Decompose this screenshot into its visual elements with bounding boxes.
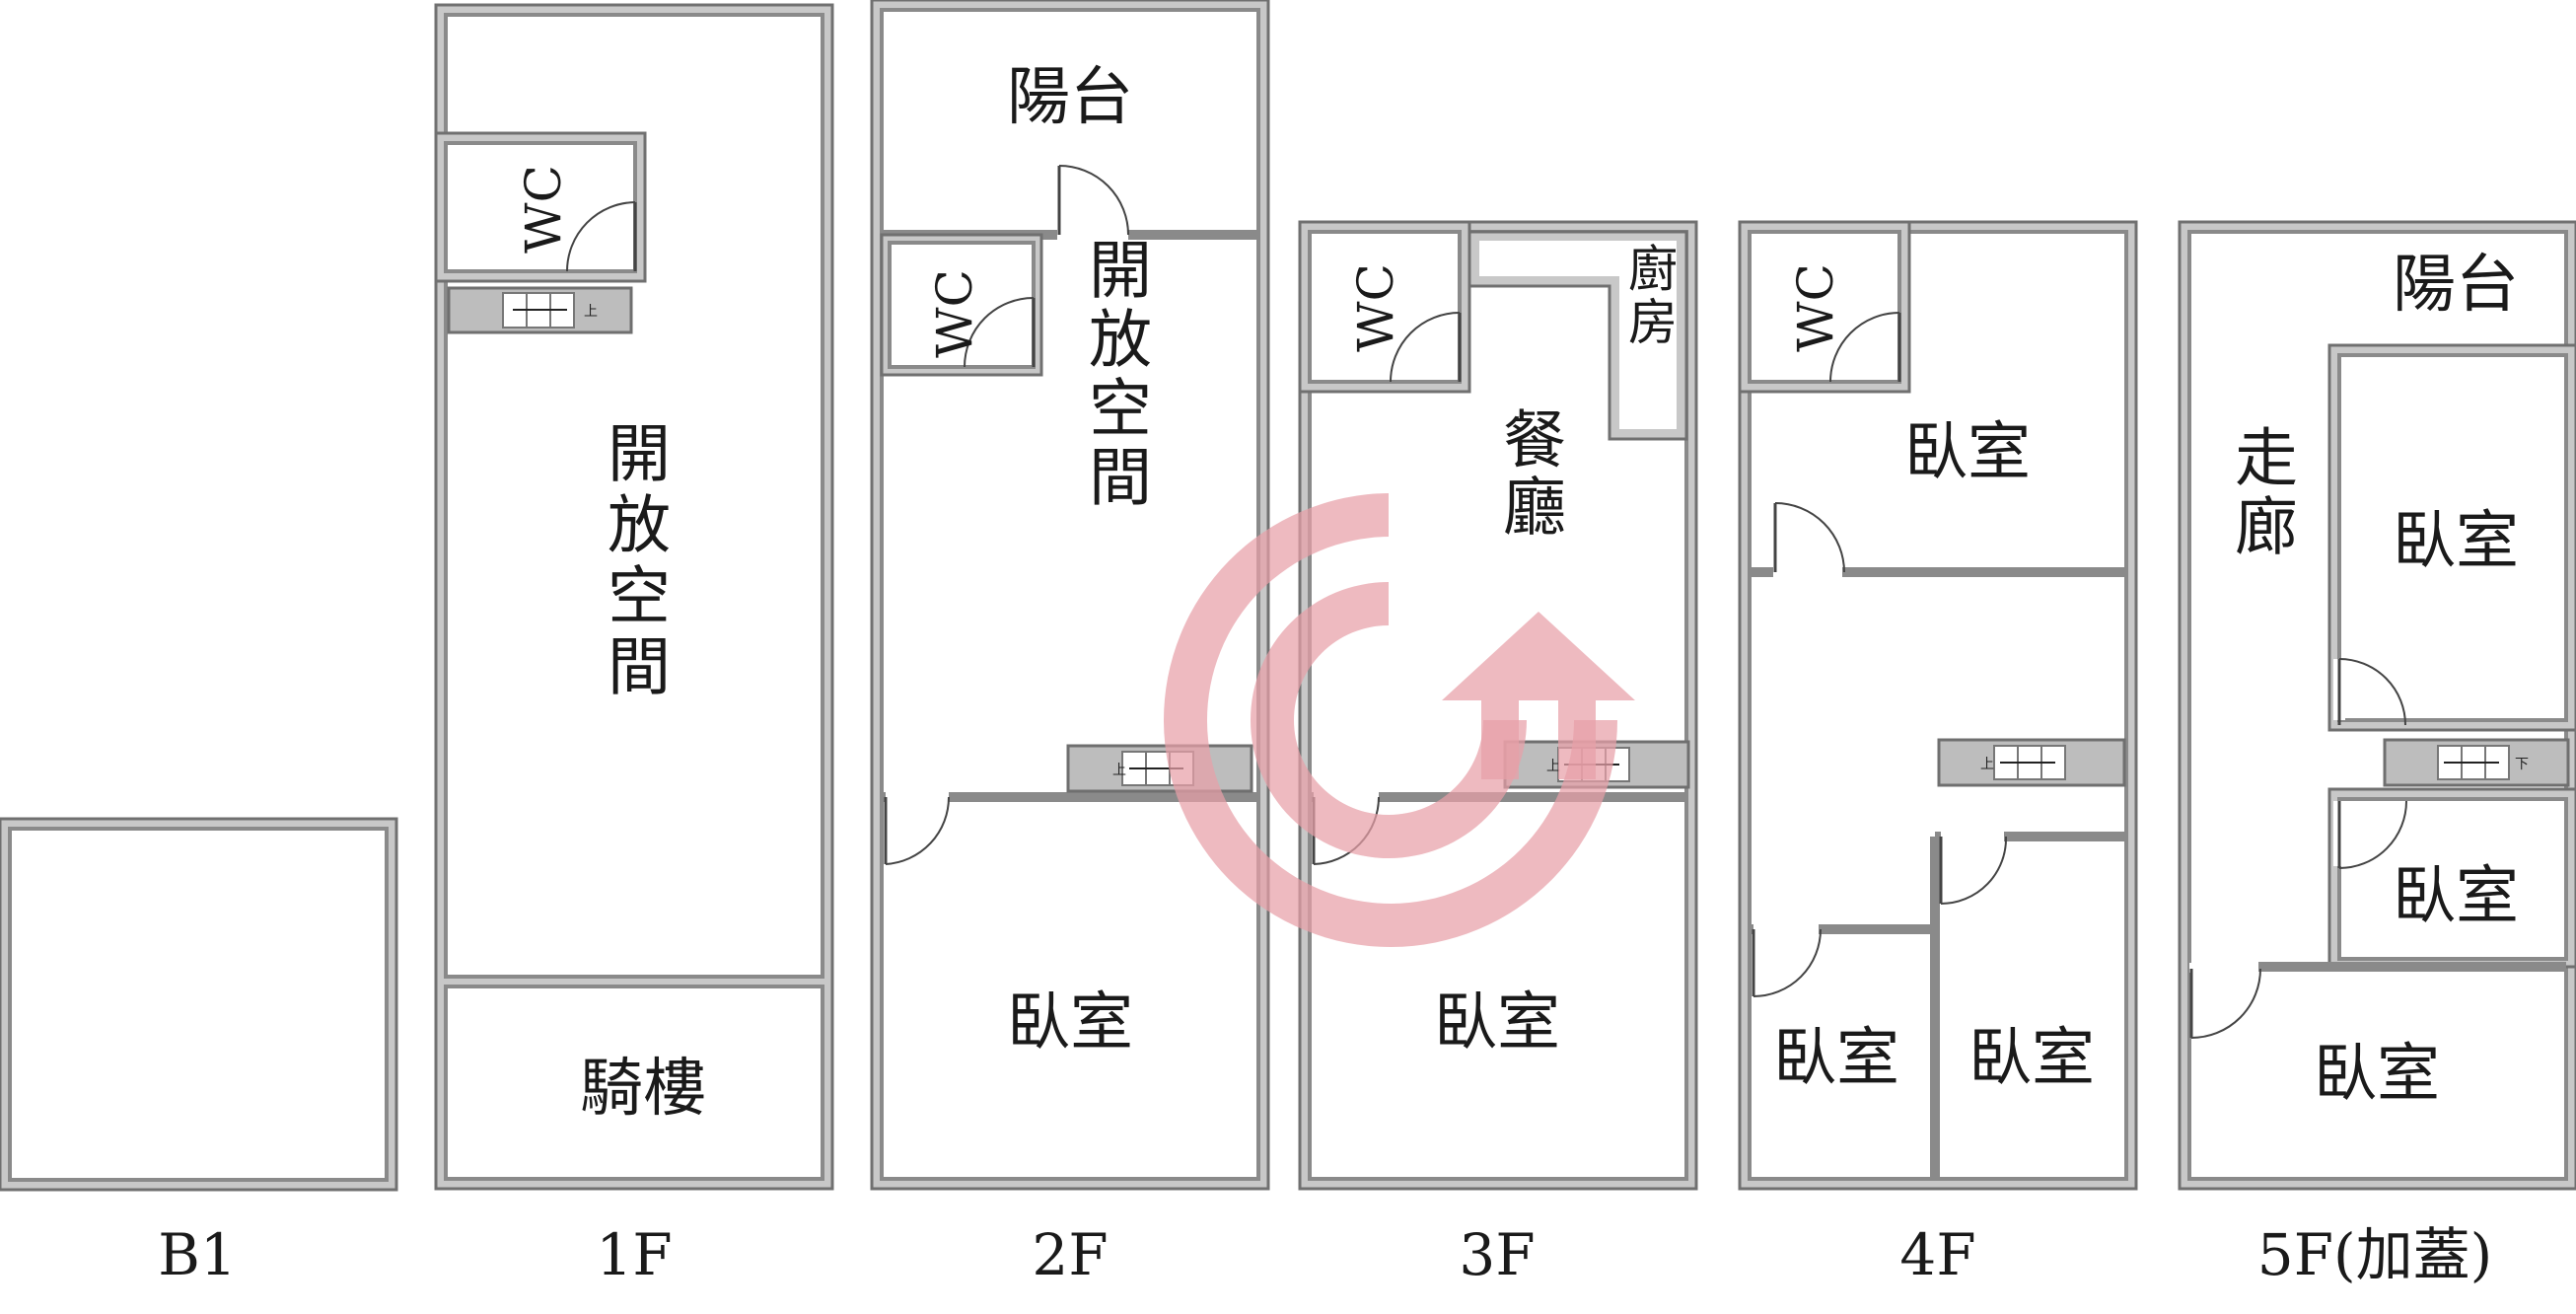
room-5f-bedroom-upper: 臥室 bbox=[2393, 505, 2519, 578]
door-5f-bedroom-middle bbox=[2337, 800, 2407, 869]
svg-text:上: 上 bbox=[1546, 759, 1560, 774]
door-3f-wc bbox=[1390, 312, 1462, 383]
room-1f-arcade: 騎樓 bbox=[580, 1053, 706, 1126]
room-2f-open-space: 開放空間 bbox=[1078, 237, 1151, 513]
door-4f-wc bbox=[1829, 312, 1901, 383]
svg-text:上: 上 bbox=[584, 304, 598, 320]
door-2f-balcony bbox=[1057, 165, 1129, 236]
floor-b1: B1 bbox=[0, 817, 398, 1288]
room-4f-wc: WC bbox=[1787, 263, 1844, 352]
floor-label-3f: 3F bbox=[1459, 1221, 1535, 1288]
room-3f-bedroom: 臥室 bbox=[1434, 986, 1560, 1059]
floor-label-1f: 1F bbox=[596, 1221, 672, 1288]
door-4f-bedroom-left bbox=[1752, 928, 1822, 997]
svg-text:上: 上 bbox=[1980, 757, 1994, 772]
door-2f-wc bbox=[964, 297, 1036, 368]
floor-5f: 下 陽台 走廊 臥室 臥室 臥室 5F(加蓋) bbox=[2178, 220, 2576, 1288]
door-4f-bedroom-right bbox=[1939, 836, 2008, 905]
room-3f-dining: 餐廳 bbox=[1492, 406, 1565, 541]
brand-logo-icon bbox=[1163, 493, 1635, 947]
room-4f-bedroom-upper: 臥室 bbox=[1904, 416, 2031, 489]
floor-label-4f: 4F bbox=[1899, 1221, 1975, 1288]
room-4f-bedroom-left: 臥室 bbox=[1773, 1022, 1899, 1095]
stairs-2f: 上 bbox=[1066, 744, 1253, 793]
floor-3f: 上 WC 廚房 餐廳 臥室 3F bbox=[1298, 220, 1698, 1288]
room-5f-balcony: 陽台 bbox=[2393, 249, 2519, 322]
door-4f-bedroom-upper bbox=[1773, 502, 1845, 573]
floor-4f: 上 WC 臥室 臥室 臥室 4F bbox=[1738, 220, 2138, 1288]
room-2f-balcony: 陽台 bbox=[1007, 61, 1133, 134]
room-3f-wc: WC bbox=[1347, 263, 1404, 352]
svg-text:上: 上 bbox=[1112, 763, 1126, 778]
room-5f-bedroom-middle: 臥室 bbox=[2393, 860, 2519, 933]
floor-1f: 上 WC 開放空間 騎樓 1F bbox=[434, 3, 834, 1288]
room-1f-open-space: 開放空間 bbox=[597, 420, 670, 704]
floor-2f: 上 陽台 WC 開放空間 臥室 2F bbox=[870, 0, 1270, 1288]
room-2f-wc: WC bbox=[926, 269, 983, 358]
floor-label-2f: 2F bbox=[1032, 1221, 1108, 1288]
room-2f-bedroom: 臥室 bbox=[1007, 986, 1133, 1059]
room-5f-corridor: 走廊 bbox=[2224, 424, 2297, 562]
door-1f-wc bbox=[566, 201, 637, 272]
room-5f-bedroom-lower: 臥室 bbox=[2314, 1038, 2440, 1111]
room-3f-kitchen: 廚房 bbox=[1620, 243, 1678, 349]
stairs-4f: 上 bbox=[1937, 738, 2126, 787]
door-5f-bedroom-lower bbox=[2189, 968, 2261, 1039]
room-1f-wc: WC bbox=[515, 165, 572, 254]
room-4f-bedroom-right: 臥室 bbox=[1968, 1022, 2095, 1095]
stairs-5f: 下 bbox=[2383, 738, 2570, 787]
door-5f-bedroom-upper bbox=[2337, 658, 2406, 726]
floor-label-5f: 5F(加蓋) bbox=[2257, 1221, 2492, 1288]
floor-label-b1: B1 bbox=[158, 1221, 237, 1288]
stairs-1f: 上 bbox=[447, 286, 633, 334]
svg-text:下: 下 bbox=[2515, 757, 2529, 772]
door-2f-bedroom bbox=[884, 796, 951, 865]
